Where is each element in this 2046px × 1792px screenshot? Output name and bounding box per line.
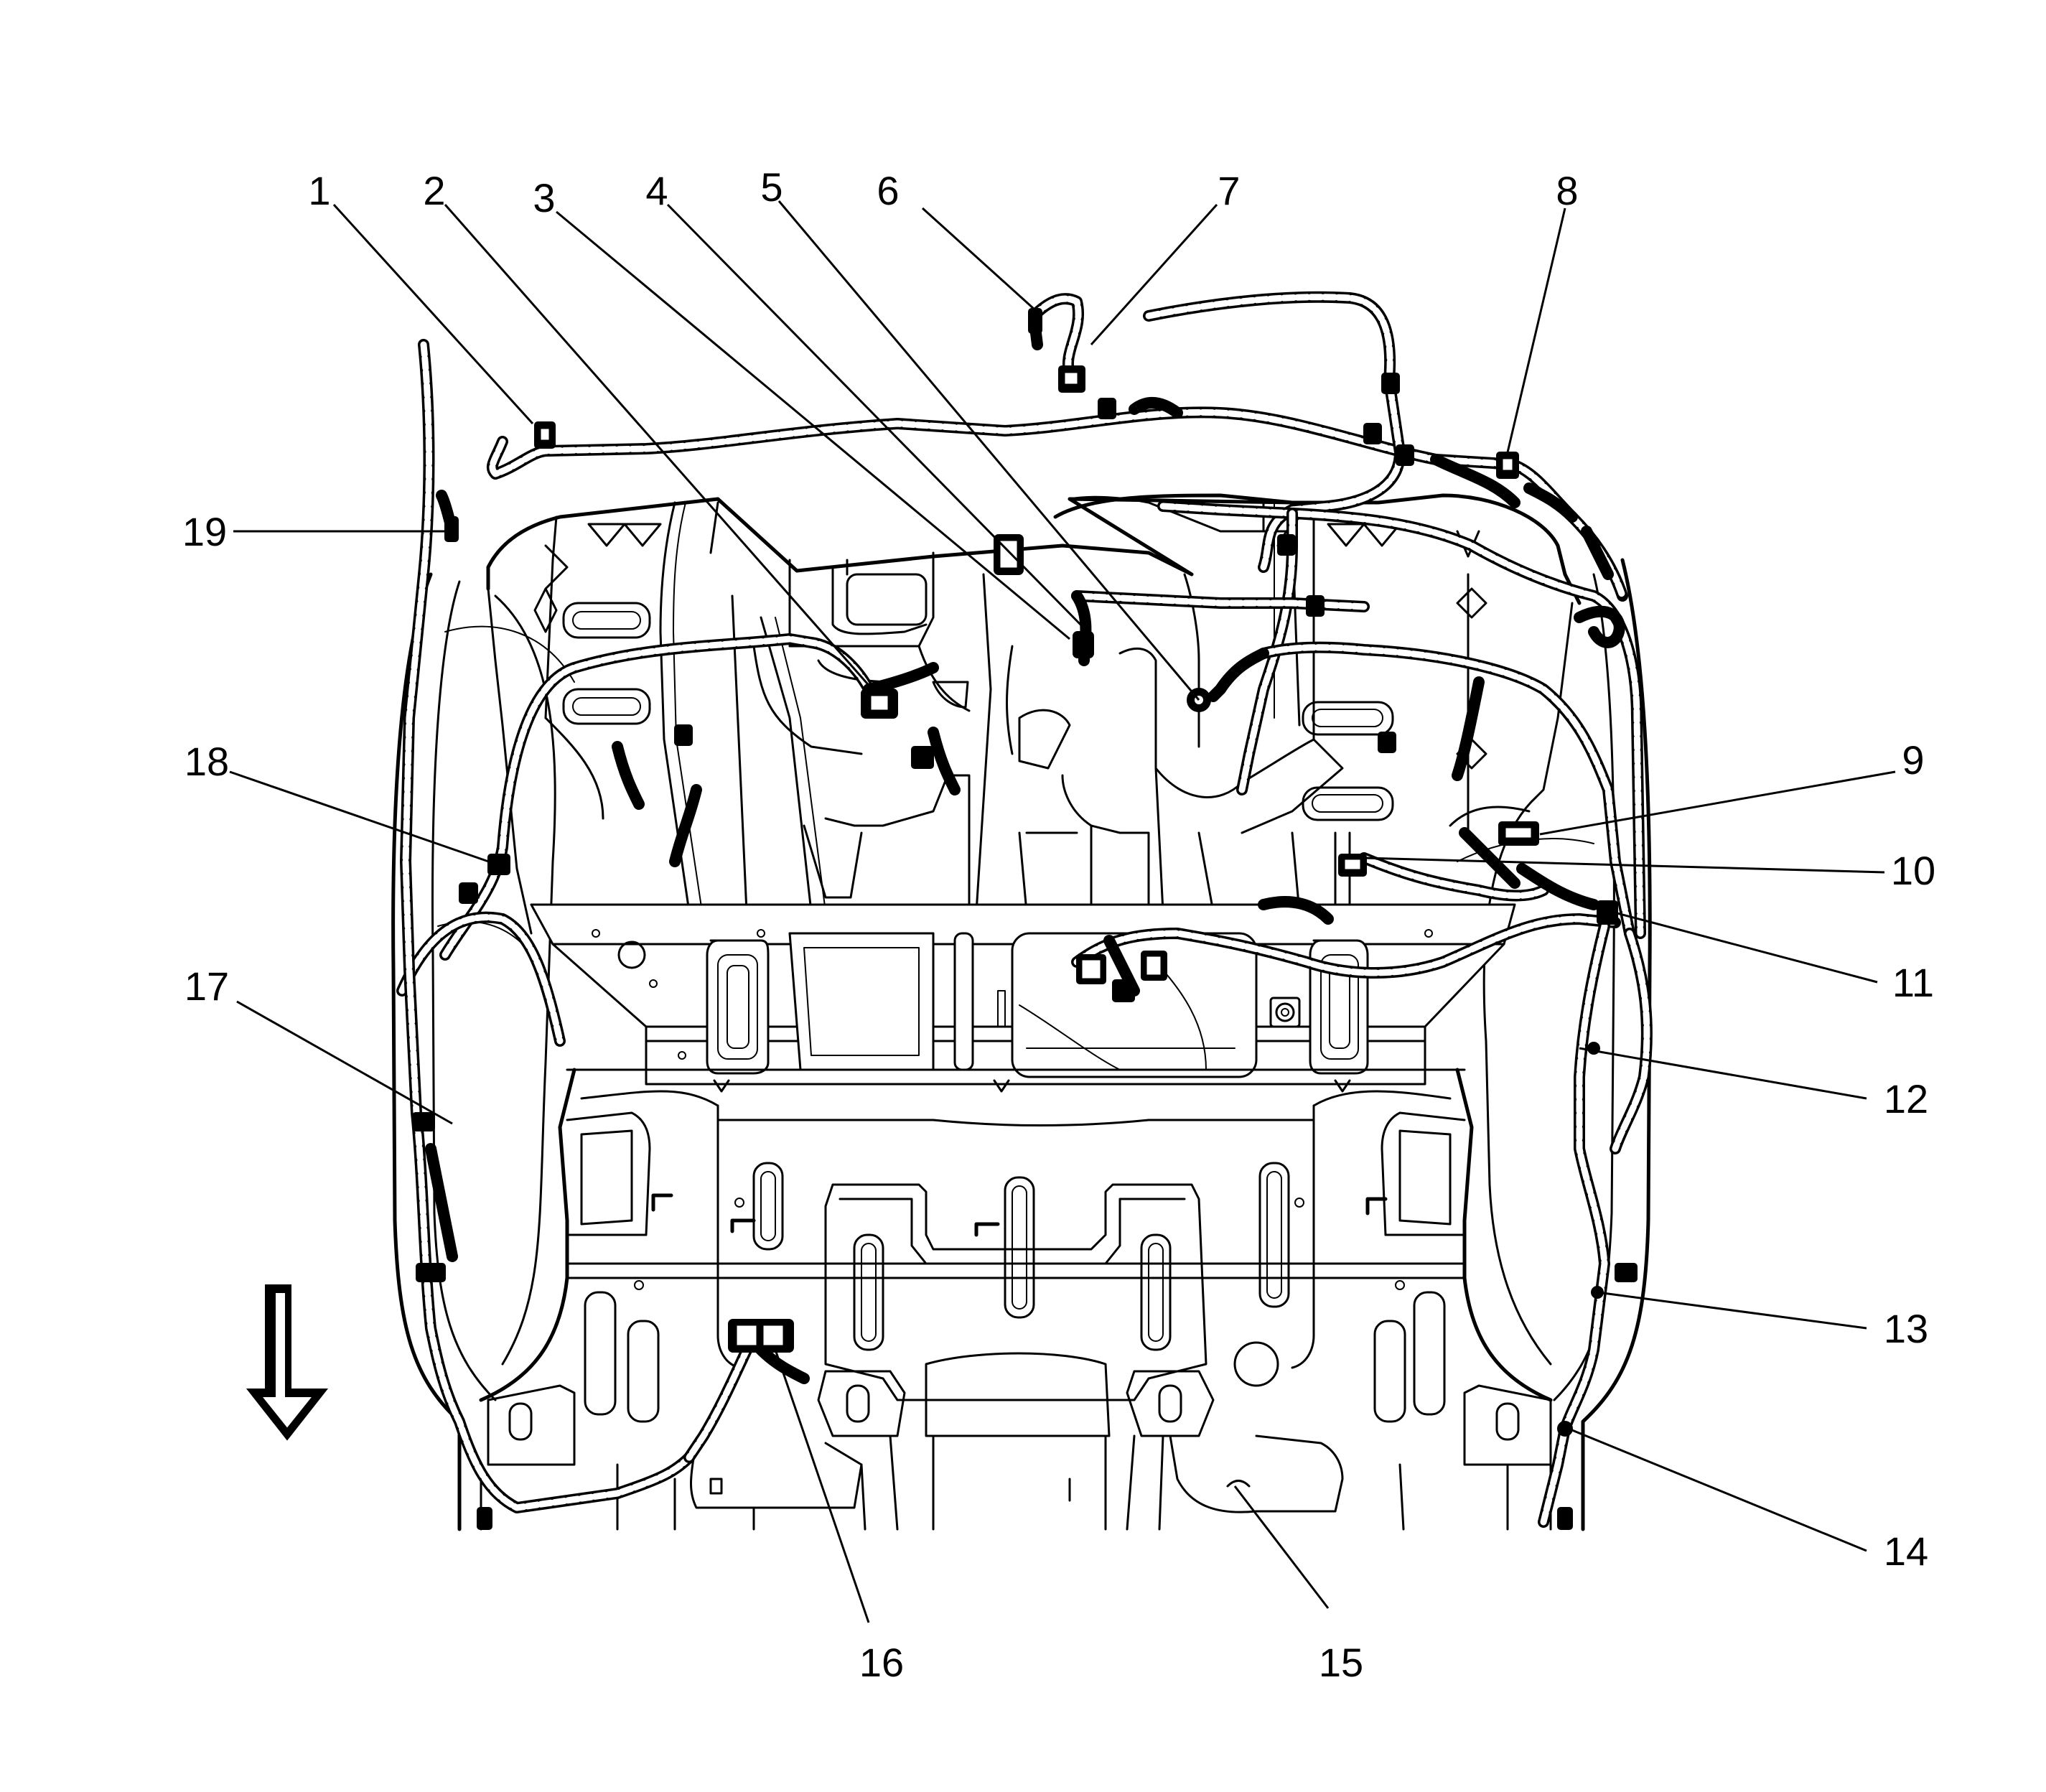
callout-4: 4 [645, 168, 668, 213]
callout-10: 10 [1891, 848, 1935, 893]
callout-6: 6 [877, 168, 899, 213]
callout-8: 8 [1556, 168, 1578, 213]
callout-1: 1 [308, 168, 330, 213]
down-arrow-icon [246, 1284, 329, 1441]
callout-9: 9 [1902, 737, 1924, 783]
callout-16: 16 [859, 1640, 904, 1685]
wiring-harness [396, 291, 1653, 1528]
callout-12: 12 [1884, 1076, 1928, 1121]
callout-13: 13 [1884, 1306, 1928, 1351]
connectors [412, 308, 1638, 1530]
callout-7: 7 [1218, 168, 1240, 213]
callout-5: 5 [760, 164, 783, 210]
callout-19: 19 [182, 509, 227, 554]
callout-2: 2 [423, 168, 445, 213]
vehicle-underbody [391, 493, 1652, 1531]
callout-15: 15 [1319, 1640, 1363, 1685]
callout-14: 14 [1884, 1529, 1928, 1574]
callout-3: 3 [533, 175, 555, 220]
leader-lines [229, 200, 1896, 1623]
callout-18: 18 [184, 739, 229, 784]
callout-labels: 1 2 3 4 5 6 7 8 9 10 11 12 13 14 15 16 1… [182, 164, 1935, 1685]
callout-11: 11 [1892, 960, 1934, 1005]
callout-17: 17 [184, 963, 229, 1009]
